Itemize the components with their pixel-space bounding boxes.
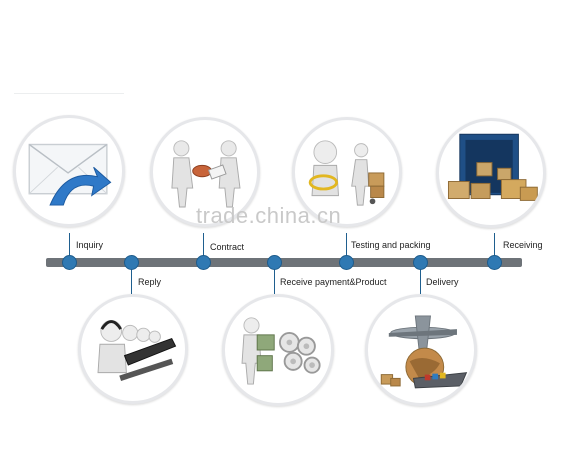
step-label-reply: Reply: [138, 277, 162, 287]
stem-receiving: [494, 233, 495, 259]
stem-payment: [274, 266, 275, 294]
step-label-delivery: Delivery: [426, 277, 459, 287]
step-node-receiving: [487, 255, 502, 270]
step-node-payment: [267, 255, 282, 270]
watermark-text: trade.china.cn: [196, 203, 342, 228]
delivery-image: [365, 294, 477, 406]
step-label-testing: Testing and packing: [351, 240, 431, 250]
step-label-contract: Contract: [210, 242, 245, 252]
step-label-inquiry: Inquiry: [76, 240, 104, 250]
step-label-receiving: Receiving: [503, 240, 543, 250]
inspection-icon: [308, 140, 385, 206]
stem-contract: [203, 233, 204, 259]
stem-testing: [346, 233, 347, 259]
handshake-icon: [171, 140, 241, 208]
call-center-icon: [97, 320, 177, 381]
envelope-icon: [28, 143, 112, 206]
step-label-payment: Receive payment&Product: [280, 277, 387, 287]
stem-delivery: [420, 266, 421, 294]
receiving-image: [436, 118, 546, 228]
step-node-reply: [124, 255, 139, 270]
stem-reply: [131, 266, 132, 294]
timeline-bar: [46, 258, 522, 267]
airplane-globe-icon: [380, 315, 468, 389]
step-node-contract: [196, 255, 211, 270]
money-gears-icon: [241, 317, 321, 385]
step-node-testing: [339, 255, 354, 270]
testing-image: [292, 117, 402, 227]
contract-image: [150, 117, 260, 227]
divider: [14, 93, 124, 94]
stem-inquiry: [69, 233, 70, 259]
inquiry-image: [13, 115, 125, 227]
container-boxes-icon: [447, 133, 538, 201]
step-node-inquiry: [62, 255, 77, 270]
step-node-delivery: [413, 255, 428, 270]
payment-image: [222, 294, 334, 406]
reply-image: [78, 294, 188, 404]
